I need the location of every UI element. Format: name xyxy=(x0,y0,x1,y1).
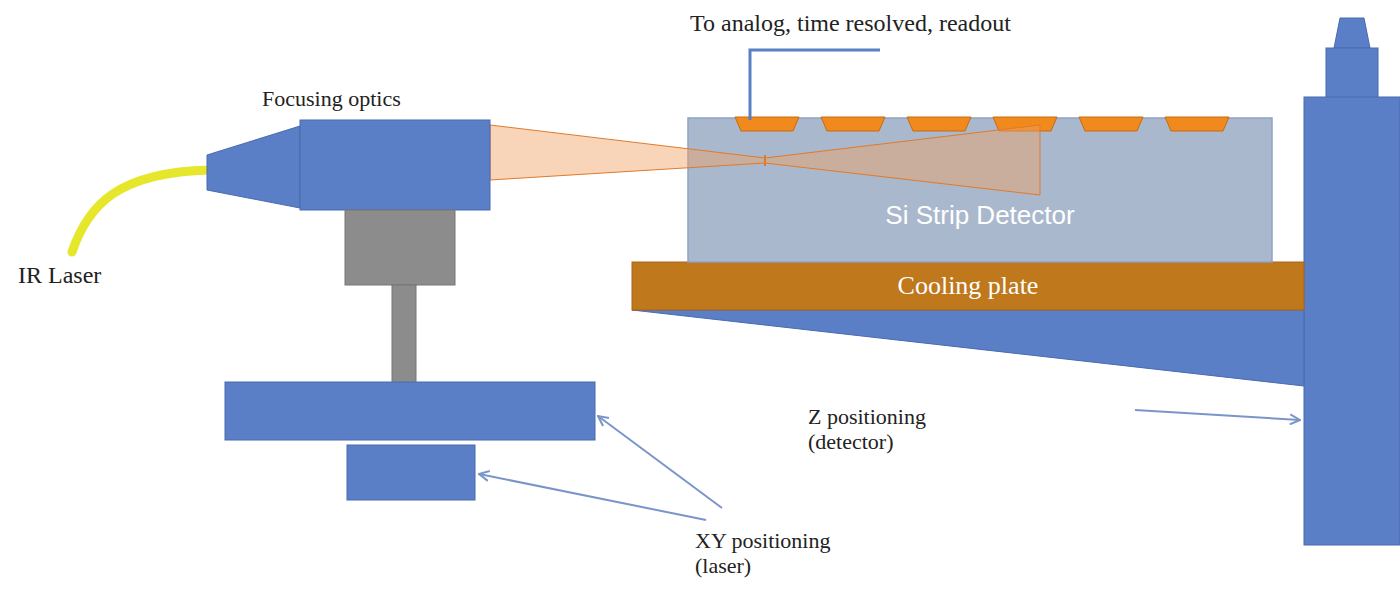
focusing-optics-body xyxy=(300,120,490,210)
strip-electrode xyxy=(821,117,885,131)
cooling-plate-shape xyxy=(632,262,1304,310)
readout-label: To analog, time resolved, readout xyxy=(690,10,1011,38)
strip-electrode xyxy=(1079,117,1143,131)
x-stage xyxy=(225,382,595,440)
mount-post xyxy=(392,285,416,383)
column-cap-tip xyxy=(1334,18,1370,48)
readout-wire xyxy=(750,50,880,120)
column-cap xyxy=(1326,48,1378,98)
xy-positioning-label: XY positioning (laser) xyxy=(695,528,860,579)
xy-leader-arrow xyxy=(479,474,706,520)
node-label: Cooling plate xyxy=(898,271,1039,301)
optics-mount xyxy=(345,210,455,285)
strip-electrode xyxy=(735,117,799,131)
support-wedge xyxy=(632,310,1304,386)
z-stage-column xyxy=(1304,97,1400,545)
cooling-plate-box: Cooling plate xyxy=(632,262,1304,310)
optics-label: Focusing optics xyxy=(262,86,401,111)
xy-leader-arrow xyxy=(598,416,722,508)
laser-beam xyxy=(490,125,1040,195)
z-leader-arrow xyxy=(1135,410,1300,420)
node-label: Si Strip Detector xyxy=(885,200,1074,231)
beam-focus xyxy=(764,155,766,166)
y-stage xyxy=(347,445,475,500)
ir-fiber xyxy=(72,170,210,252)
z-positioning-label: Z positioning (detector) xyxy=(808,404,958,455)
strip-electrode xyxy=(1165,117,1229,131)
readout-strips xyxy=(735,117,1229,131)
detector-box: Si Strip Detector xyxy=(688,118,1272,262)
laser-label: IR Laser xyxy=(18,262,101,290)
strip-electrode xyxy=(907,117,971,131)
optics-cone xyxy=(207,126,300,208)
